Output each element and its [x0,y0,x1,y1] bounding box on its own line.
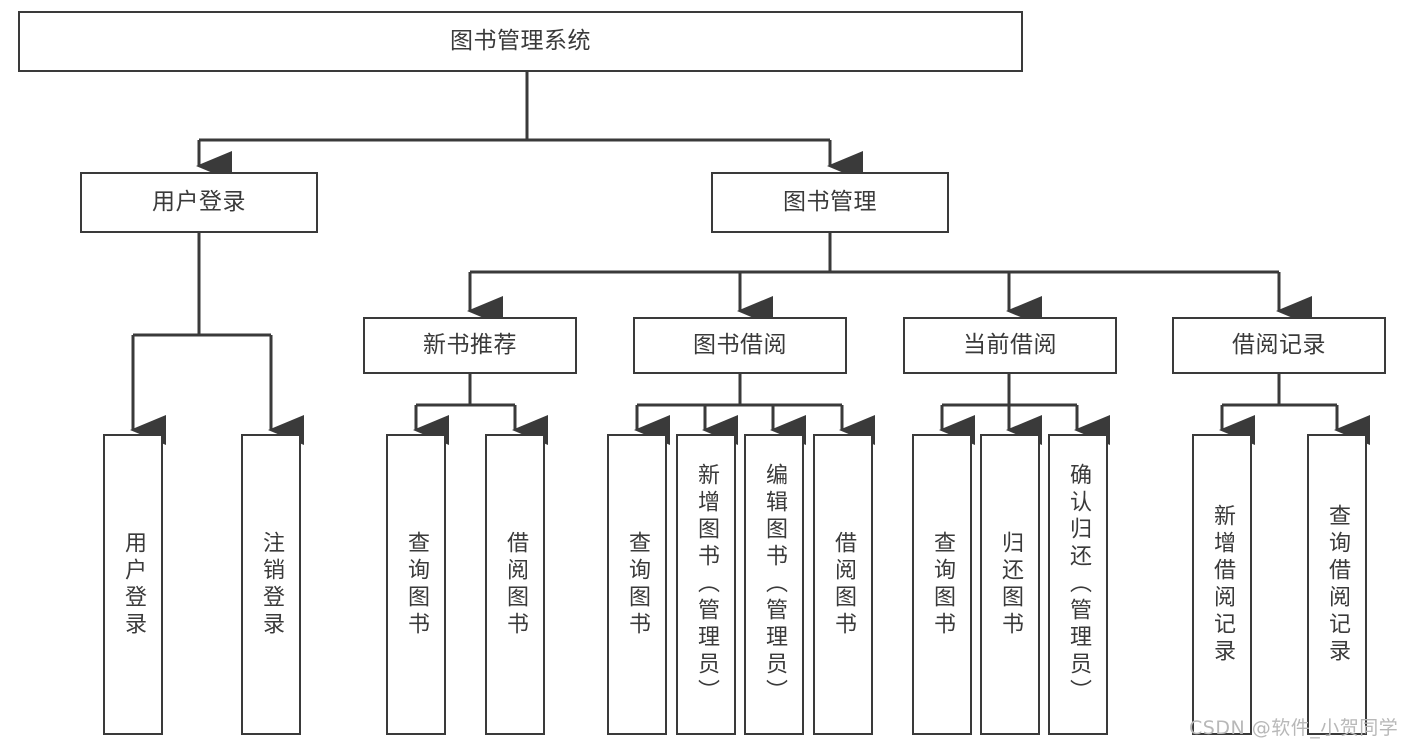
node-label: 注销登录 [259,530,284,639]
leaf-user-login-logout[interactable]: 注销登录 [241,434,301,735]
leaf-user-login-login[interactable]: 用户登录 [103,434,163,735]
node-label: 借阅图书 [503,530,528,639]
leaf-borrow-add-book-admin[interactable]: 新增图书（管理员） [676,434,736,735]
leaf-borrow-query-book[interactable]: 查询图书 [607,434,667,735]
node-book-borrow[interactable]: 图书借阅 [633,317,847,374]
leaf-current-confirm-return-admin[interactable]: 确认归还（管理员） [1048,434,1108,735]
node-label: 归还图书 [998,530,1023,639]
leaf-borrow-borrow-book[interactable]: 借阅图书 [813,434,873,735]
node-label: 借阅记录 [1232,331,1326,358]
node-label: 新增借阅记录 [1210,503,1235,666]
node-label: 当前借阅 [963,331,1057,358]
node-label: 查询图书 [930,530,955,639]
leaf-new-book-borrow[interactable]: 借阅图书 [485,434,545,735]
leaf-borrow-edit-book-admin[interactable]: 编辑图书（管理员） [744,434,804,735]
node-label: 新增图书（管理员） [694,463,719,706]
node-new-book-recommend[interactable]: 新书推荐 [363,317,577,374]
leaf-record-query-record[interactable]: 查询借阅记录 [1307,434,1367,735]
leaf-current-query-book[interactable]: 查询图书 [912,434,972,735]
leaf-record-add-record[interactable]: 新增借阅记录 [1192,434,1252,735]
leaf-current-return-book[interactable]: 归还图书 [980,434,1040,735]
node-label: 新书推荐 [423,331,517,358]
node-label: 查询图书 [625,530,650,639]
node-current-borrow[interactable]: 当前借阅 [903,317,1117,374]
node-label: 图书管理系统 [450,27,591,54]
node-label: 图书借阅 [693,331,787,358]
node-label: 编辑图书（管理员） [762,463,787,706]
leaf-new-book-query[interactable]: 查询图书 [386,434,446,735]
node-label: 借阅图书 [831,530,856,639]
node-root-book-management-system[interactable]: 图书管理系统 [18,11,1023,72]
node-label: 查询借阅记录 [1325,503,1350,666]
node-borrow-record[interactable]: 借阅记录 [1172,317,1386,374]
node-label: 用户登录 [152,188,246,215]
node-user-login[interactable]: 用户登录 [80,172,318,233]
node-label: 图书管理 [783,188,877,215]
node-book-management[interactable]: 图书管理 [711,172,949,233]
node-label: 查询图书 [404,530,429,639]
node-label: 用户登录 [121,530,146,639]
node-label: 确认归还（管理员） [1066,463,1091,706]
